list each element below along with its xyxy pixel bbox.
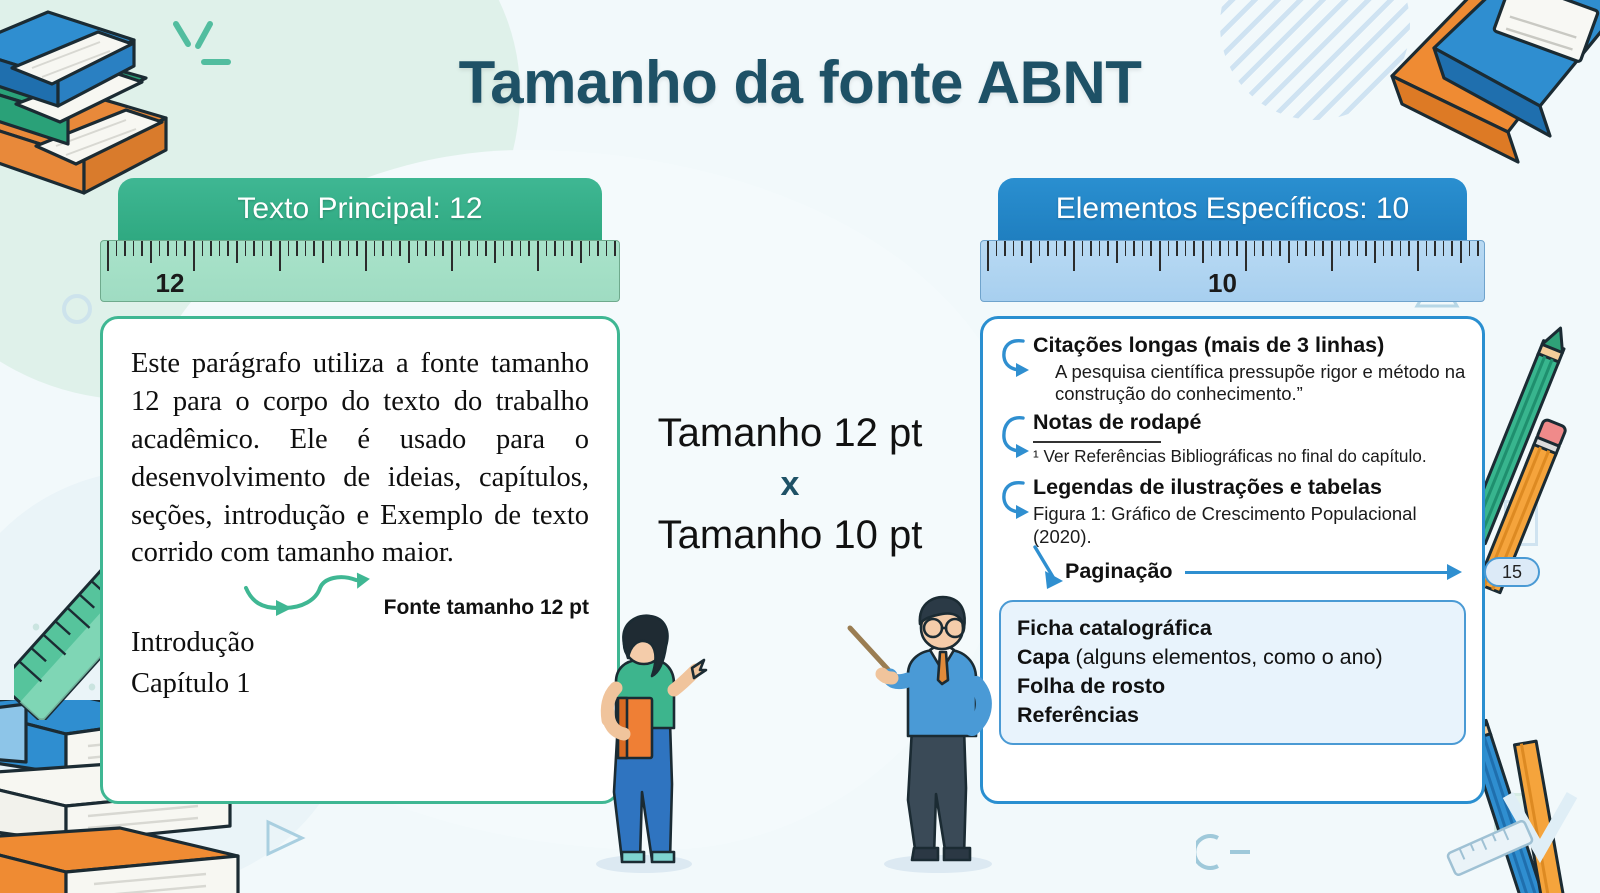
extra-item: Ficha catalográfica (1017, 614, 1448, 643)
right-ruler-value: 10 (1208, 268, 1237, 298)
list-item: Notas de rodapé ¹ Ver Referências Biblio… (999, 410, 1466, 467)
pagination-connector-line (1184, 570, 1447, 574)
page-number-badge[interactable]: 15 (1484, 557, 1540, 588)
heading-capitulo: Capítulo 1 (131, 668, 251, 700)
curved-arrow-icon (243, 572, 370, 617)
bracket-decoration-icon (1196, 834, 1250, 870)
comparison-line-1: Tamanho 12 pt (657, 411, 923, 455)
list-item-title: Legendas de ilustrações e tabelas (1033, 475, 1382, 500)
curved-arrow-icon (1002, 481, 1029, 520)
extra-item-bold: Ficha catalográfica (1017, 616, 1212, 641)
extra-item-bold: Capa (1017, 644, 1070, 669)
list-item: Citações longas (mais de 3 linhas) A pes… (999, 333, 1466, 406)
heading-introducao: Introdução (131, 627, 255, 659)
left-annotation-label: Fonte tamanho 12 pt (383, 596, 589, 620)
right-panel-header: Elementos Específicos: 10 (998, 178, 1467, 240)
sample-paragraph: Este parágrafo utiliza a fonte tamanho 1… (131, 348, 589, 569)
curved-arrow-icon (1002, 416, 1029, 458)
extra-item-bold: Referências (1017, 702, 1139, 727)
left-ruler: 12 (100, 240, 620, 302)
comparison-line-2: Tamanho 10 pt (657, 513, 923, 558)
ruler-ticks (981, 241, 1484, 301)
list-item-sub: ¹ Ver Referências Bibliográficas no fina… (1033, 446, 1427, 467)
footnote-separator-rule (1033, 440, 1161, 444)
left-ruler-value: 12 (155, 268, 185, 298)
comparison-operator: x (780, 465, 800, 504)
extra-item-bold: Folha de rosto (1017, 673, 1166, 698)
book-stack-icon (0, 10, 168, 195)
left-annotation-row: Fonte tamanho 12 pt (131, 568, 589, 622)
extra-item: Referências (1017, 701, 1448, 730)
ruler-small-icon (1446, 820, 1534, 876)
right-list-card: Citações longas (mais de 3 linhas) A pes… (980, 316, 1540, 804)
ring-decoration (62, 294, 92, 324)
sparkle-icon (173, 21, 231, 65)
list-item-sub: A pesquisa científica pressupõe rigor e … (1055, 360, 1466, 405)
curved-arrow-icon (1002, 339, 1029, 377)
list-item-sub: Figura 1: Gráfico de Crescimento Populac… (1033, 503, 1417, 547)
student-character-illustration (596, 614, 708, 873)
ruler-ticks (101, 241, 619, 301)
extra-item: Folha de rosto (1017, 672, 1448, 701)
diagonal-arrow-icon (1033, 545, 1063, 590)
pagination-row: Paginação 15 (999, 545, 1540, 590)
list-item-title: Citações longas (mais de 3 linhas) (1033, 333, 1385, 357)
triangle-outline-icon (266, 819, 306, 857)
right-ruler: 10 (980, 240, 1485, 302)
left-text-card: Este parágrafo utiliza a fonte tamanho 1… (100, 316, 620, 804)
teacher-character-illustration (847, 595, 992, 873)
notebook-icon (1390, 0, 1600, 164)
extra-item: Capa (alguns elementos, como o ano) (1017, 643, 1448, 672)
left-panel: Texto Principal: 12 12 Este parágrafo ut… (100, 178, 620, 804)
comparison-block: Tamanho 12 pt x Tamanho 10 pt (640, 408, 940, 561)
right-panel: Elementos Específicos: 10 10 Citações lo… (980, 178, 1540, 804)
pagination-label: Paginação (1065, 559, 1173, 584)
extra-item-rest: (alguns elementos, como o ano) (1069, 644, 1383, 669)
pagination-arrow-head (1447, 564, 1462, 581)
page-title: Tamanho da fonte ABNT (458, 49, 1142, 116)
list-item: Legendas de ilustrações e tabelas Figura… (999, 475, 1466, 548)
additional-elements-box: Ficha catalográfica Capa (alguns element… (999, 600, 1466, 746)
chevron-decoration-icon (1502, 792, 1578, 864)
list-item-title: Notas de rodapé (1033, 409, 1202, 434)
left-panel-header: Texto Principal: 12 (118, 178, 602, 240)
